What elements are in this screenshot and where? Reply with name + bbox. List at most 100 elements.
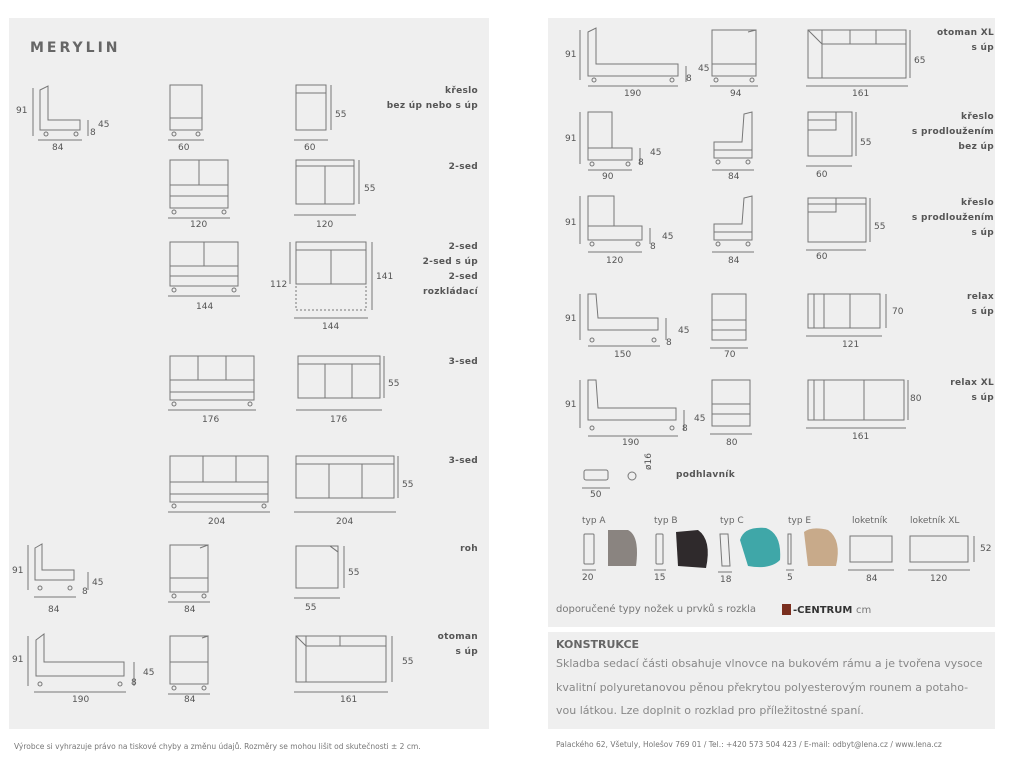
roh-front-drawing [168, 544, 210, 603]
dim-width: 60 [178, 143, 190, 153]
dim-depth: 80 [910, 394, 922, 404]
centrum-logo-text: -CENTRUM [793, 605, 853, 616]
dim-leg: 8 [682, 424, 688, 434]
dim-seat: 45 [650, 148, 662, 158]
dim-width: 84 [184, 605, 196, 615]
centrum-logo-icon [782, 604, 791, 615]
dim-width: 50 [590, 490, 602, 500]
dim-leg: 8 [666, 338, 672, 348]
dim-leg: 8 [650, 242, 656, 252]
dim-width: 161 [852, 432, 870, 442]
kreslo-top-drawing [294, 84, 332, 141]
dim-depth: 65 [914, 56, 926, 66]
leg-type-outlines [582, 533, 975, 573]
dim-depth: 55 [402, 657, 414, 667]
roh-side-drawing [27, 543, 89, 598]
dim-width: 190 [624, 89, 642, 99]
sed3b-front-drawing [168, 455, 270, 513]
construction-line: kvalitní polyuretanovou pěnou překrytou … [556, 681, 969, 694]
relax-top-drawing [806, 293, 887, 337]
kreslo-prodl-s-front-drawing [712, 195, 754, 253]
leg-type-e-label: typ E [788, 516, 812, 526]
construction-panel [548, 632, 995, 729]
dim-seat: 45 [662, 232, 674, 242]
sed2-front-drawing [168, 159, 230, 219]
dim-width: 60 [304, 143, 316, 153]
dim-width: 55 [305, 603, 317, 613]
dim-width: 60 [816, 170, 828, 180]
dim-width: 15 [654, 573, 666, 583]
dim-width: 90 [602, 172, 614, 182]
dim-width: 120 [606, 256, 624, 266]
right-catalog-panel [548, 18, 995, 627]
dim-depth: 55 [874, 222, 886, 232]
dim-height: 91 [565, 134, 577, 144]
dim-height: 91 [565, 218, 577, 228]
dim-height: 91 [565, 400, 577, 410]
dim-width: 144 [322, 322, 340, 332]
leg-type-b-label: typ B [654, 516, 678, 526]
dim-width: 120 [316, 220, 334, 230]
otoman-front-drawing [168, 635, 210, 695]
dim-width: 5 [787, 573, 793, 583]
construction-line: vou látkou. Lze doplnit o rozklad pro př… [556, 704, 864, 717]
dim-diameter: ø16 [644, 453, 654, 470]
label-podhlavnik: podhlavník [676, 470, 735, 480]
dim-width: 84 [184, 695, 196, 705]
dim-width: 190 [622, 438, 640, 448]
dim-width: 120 [930, 574, 948, 584]
dim-width: 70 [724, 350, 736, 360]
dim-leg: 8 [638, 158, 644, 168]
dim-width: 204 [336, 517, 354, 527]
dim-width: 176 [330, 415, 348, 425]
brand-title: MERYLIN [30, 40, 121, 56]
dim-width: 150 [614, 350, 632, 360]
dim-seat: 45 [678, 326, 690, 336]
construction-line: Skladba sedací části obsahuje vlnovce na… [556, 657, 983, 670]
dim-width: 161 [852, 89, 870, 99]
leg-type-c-label: typ C [720, 516, 744, 526]
kreslo-prodl-s-side-drawing [579, 195, 651, 253]
dim-leg: 8 [90, 128, 96, 138]
dim-depth: 55 [348, 568, 360, 578]
relax-front-drawing [710, 293, 748, 349]
dim-leg: 8 [686, 74, 692, 84]
dim-depth: 55 [388, 379, 400, 389]
dim-depth: 70 [892, 307, 904, 317]
otoman-xl-front-drawing [710, 29, 758, 87]
relax-xl-top-drawing [806, 379, 909, 429]
footer-contact: Palackého 62, Všetuly, Holešov 769 01 / … [556, 740, 942, 749]
dim-seat: 45 [98, 120, 110, 130]
relax-side-drawing [579, 293, 667, 347]
dim-depth: 55 [364, 184, 376, 194]
dim-height: 91 [565, 314, 577, 324]
label-roh: roh [460, 544, 478, 554]
dim-width: 60 [816, 252, 828, 262]
sed3-top-drawing [296, 355, 385, 411]
sed2-top-drawing [294, 159, 360, 216]
sed2r-front-drawing [168, 241, 240, 297]
footer-disclaimer: Výrobce si vyhrazuje právo na tiskové ch… [14, 742, 421, 751]
kreslo-prodl-bez-side-drawing [579, 111, 641, 171]
dim-depth: 55 [402, 480, 414, 490]
podhlavnik-drawing [582, 469, 637, 489]
dim-height: 52 [980, 544, 992, 554]
loketnik-label: loketník [852, 516, 888, 526]
otoman-side-drawing [27, 633, 135, 693]
relax-xl-side-drawing [579, 379, 685, 437]
kreslo-prodl-s-top-drawing [806, 197, 871, 251]
dim-width: 84 [866, 574, 878, 584]
relax-xl-front-drawing [710, 379, 752, 435]
recommend-suffix: cm [856, 605, 872, 616]
dim-width: 176 [202, 415, 220, 425]
dim-height: 91 [565, 50, 577, 60]
dim-width: 80 [726, 438, 738, 448]
dim-width: 121 [842, 340, 860, 350]
construction-title: KONSTRUKCE [556, 638, 640, 651]
